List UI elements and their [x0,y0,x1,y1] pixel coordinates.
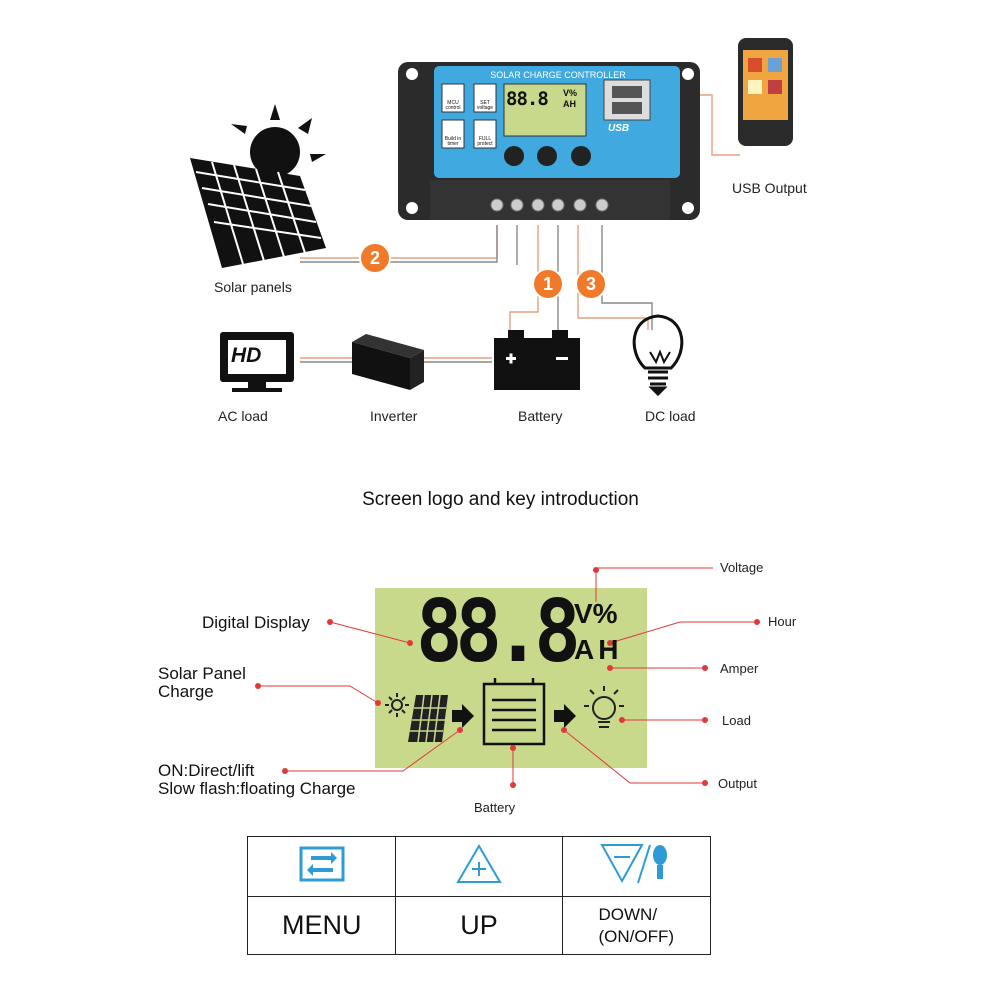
full-label: FULL protect [477,136,493,147]
timer-label: Build in timer [444,136,462,147]
menu-key-icon-cell [246,836,397,897]
badge-1: 1 [542,274,553,294]
hour-callout: Hour [768,614,797,629]
digital-display-callout: Digital Display [202,613,310,632]
down-key-label-line-2: (ON/OFF) [598,926,675,946]
mini-lcd-digits: 88.8 [506,88,549,110]
key-table: MENU UP DOWN/ (ON/OFF) [246,836,712,955]
lcd-bulb-icon [584,686,624,728]
up-key-label: UP [460,910,498,940]
down-key-label: DOWN/ (ON/OFF) [599,904,675,948]
badge-2: 2 [369,248,380,268]
inverter-icon [352,334,424,390]
up-plus-icon [456,844,502,883]
step-badges [359,242,607,300]
callout-dots [255,567,760,788]
lcd-unit-bottom: AH [574,634,623,665]
solar-panel-charge-callout-1: Solar Panel [158,664,246,683]
down-key-cell: DOWN/ (ON/OFF) [561,896,712,955]
battery-label: Battery [518,408,563,424]
battery-callout: Battery [474,800,516,815]
controller-title: SOLAR CHARGE CONTROLLER [490,70,626,80]
on-direct-callout: ON:Direct/lift [158,761,255,780]
output-callout: Output [718,776,758,791]
usb-badge: USB [608,123,630,134]
menu-key-label: MENU [281,910,362,940]
down-key-icon-cell [561,836,712,897]
solar-panel-charge-callout-2: Charge [158,682,214,701]
ac-load-label: AC load [218,408,268,424]
phone-icon [738,38,793,146]
solar-panels-label: Solar panels [214,279,292,295]
dc-load-label: DC load [645,408,696,424]
mini-lcd-unit-bottom: AH [563,99,576,109]
up-key-cell: UP [395,896,563,955]
inverter-label: Inverter [370,408,418,424]
set-label: SET voltage [476,100,494,111]
load-callout: Load [722,713,751,728]
down-minus-bulb-icon [600,844,668,884]
down-key-label-line-1: DOWN/ [598,904,658,924]
lcd-digits: 88.8 [416,582,581,682]
charge-controller-device [398,62,700,220]
mcu-label: MCU control [445,100,461,111]
menu-key-cell: MENU [246,896,397,955]
bulb-icon [632,314,684,397]
menu-cycle-icon [299,846,345,882]
tv-icon [220,332,294,392]
sun-icon [385,693,409,717]
badge-3: 3 [585,274,596,294]
hd-badge: HD [231,344,262,367]
amper-callout: Amper [720,661,759,676]
mini-lcd-unit-top: V% [563,88,578,98]
voltage-callout: Voltage [720,560,764,575]
battery-icon [494,330,580,390]
section-title: Screen logo and key introduction [362,489,639,510]
up-key-icon-cell [395,836,563,897]
slow-flash-callout: Slow flash:floating Charge [158,779,356,798]
lcd-unit-top: V% [574,598,618,629]
callout-lines [258,567,757,785]
usb-output-label: USB Output [732,180,807,196]
solar-panel-icon [190,104,326,268]
lcd-zoom [375,588,647,768]
